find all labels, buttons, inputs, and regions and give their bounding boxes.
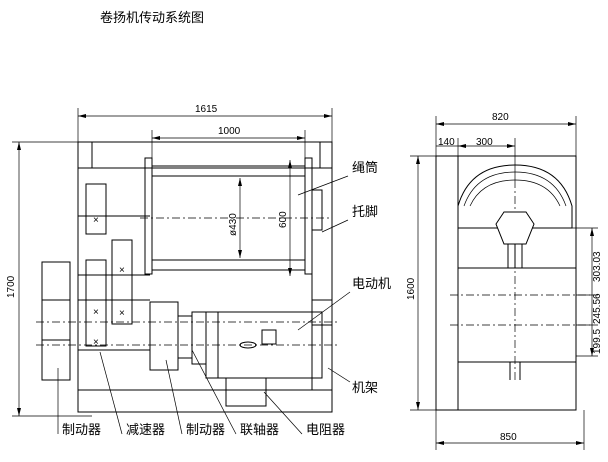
dim-side-width-bottom: 850 [435,410,585,450]
dim-drum-length: 1000 [151,126,306,165]
svg-text:×: × [93,307,99,318]
dim-1000: 1000 [218,126,241,137]
dim-side-width-top: 820 [435,112,577,160]
rope-drum: ø430 600 [140,157,330,276]
label-frame: 机架 [352,380,378,395]
dim-drum-flange: 600 [278,211,289,228]
dim-850: 850 [500,432,517,443]
svg-text:×: × [93,215,99,226]
dim-1600: 1600 [406,277,417,300]
dim-drum-diameter: ø430 [228,213,239,236]
front-view: 1615 1000 1700 [6,104,391,437]
svg-text:×: × [93,337,99,348]
dim-140: 140 [438,137,455,148]
label-brake-right: 制动器 [186,422,225,437]
dim-199: 199.5 [592,329,603,354]
dim-245: 245.56 [592,293,603,324]
dim-overall-height: 1700 [6,141,92,417]
label-brake-left: 制动器 [62,422,101,437]
reducer-body: × × × × × [85,183,133,348]
dim-300: 300 [476,137,493,148]
dim-overall-length: 1615 [77,104,333,160]
label-resistor: 电阻器 [306,422,345,437]
dim-side-offsets: 140 300 [436,137,516,180]
side-drum [457,164,573,268]
dim-side-segments: 303.03 245.56 199.5 [572,227,603,357]
brake-right-body [149,301,207,371]
side-view: 820 140 300 1600 [406,112,603,450]
dim-side-height: 1600 [406,155,460,411]
brake-left-body [36,261,340,381]
label-coupling: 联轴器 [240,422,279,437]
motor-body [205,311,323,407]
svg-text:×: × [119,265,125,276]
svg-text:×: × [119,308,125,319]
dim-820: 820 [492,112,509,123]
drawing-title: 卷扬机传动系统图 [100,10,204,25]
label-support-foot: 托脚 [352,204,378,219]
label-reducer: 减速器 [126,422,165,437]
label-motor: 电动机 [352,276,391,291]
frame [77,141,333,413]
dim-1615: 1615 [195,104,218,115]
dim-1700: 1700 [6,275,17,298]
dim-303: 303.03 [592,251,603,282]
label-rope-drum: 绳筒 [352,160,378,175]
